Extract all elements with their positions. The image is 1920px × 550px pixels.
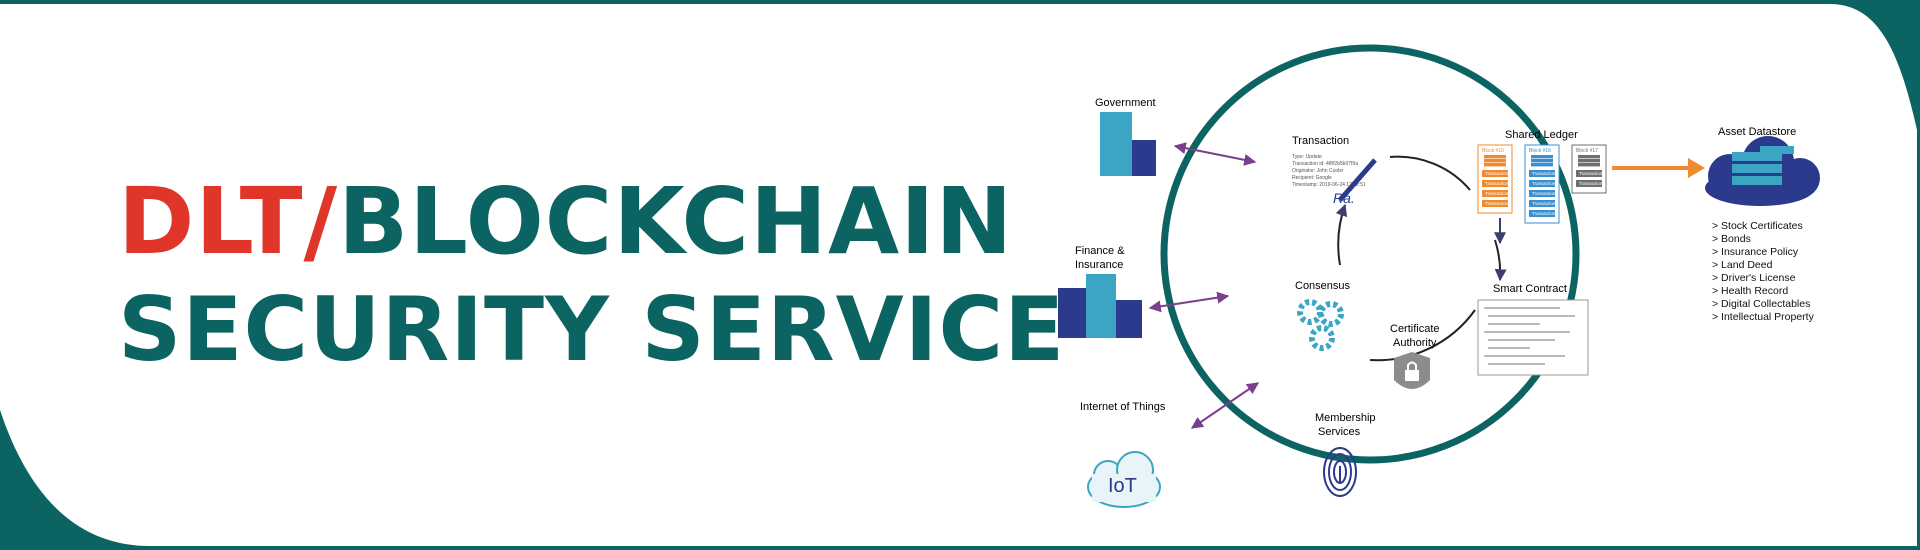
- cycle-arc-top: [1389, 155, 1471, 191]
- smart-contract-label: Smart Contract: [1493, 283, 1567, 295]
- block-name: Block #15: [1482, 148, 1504, 154]
- cycle-arc-left: [1335, 203, 1348, 266]
- fingerprint-icon: [1323, 447, 1357, 497]
- transaction-label: Transaction: [1292, 135, 1349, 147]
- consensus-label: Consensus: [1295, 280, 1351, 292]
- finance-label-line2: Insurance: [1075, 259, 1123, 271]
- block-hash-row: [1531, 159, 1553, 163]
- block-hash-row: [1484, 163, 1506, 167]
- ledger-circle: [1160, 44, 1580, 464]
- page-title-line1: DLT/BLOCKCHAIN: [118, 168, 1013, 275]
- iot-label: Internet of Things: [1080, 401, 1166, 413]
- block-transaction-label: Transaction: [1579, 181, 1603, 186]
- ledger-block: Block #15TransactionTransactionTransacti…: [1477, 144, 1513, 214]
- ledger-block: Block #16TransactionTransactionTransacti…: [1524, 144, 1560, 224]
- shield-lock-icon: [1394, 352, 1430, 389]
- block-hash-row: [1531, 163, 1553, 167]
- block-hash-row: [1484, 155, 1506, 159]
- government-building-icon: [1100, 112, 1156, 176]
- asset-datastore-label: Asset Datastore: [1718, 126, 1796, 138]
- asset-list-item: > Intellectual Property: [1712, 311, 1815, 323]
- asset-list-item: > Driver's License: [1712, 272, 1796, 284]
- asset-list-item: > Health Record: [1712, 285, 1788, 297]
- cert-label-line2: Authority: [1393, 337, 1437, 349]
- transaction-field: Recipient: Google: [1292, 175, 1332, 181]
- transaction-field: Originator: John Cooler: [1292, 168, 1344, 174]
- block-transaction-label: Transaction: [1532, 201, 1556, 206]
- asset-list-item: > Land Deed: [1712, 259, 1773, 271]
- transaction-field: Transaction id: 4f8f2b5b07f9a: [1292, 161, 1358, 167]
- block-hash-row: [1531, 155, 1553, 159]
- ledger-blocks: Block #15TransactionTransactionTransacti…: [1477, 144, 1607, 224]
- finance-building-icon: [1058, 274, 1142, 338]
- membership-label-line2: Services: [1318, 426, 1361, 438]
- block-transaction-row: [1482, 190, 1508, 197]
- asset-arrow-head: [1688, 158, 1705, 178]
- block-transaction-row: [1529, 170, 1555, 177]
- iot-link-arrow: [1191, 382, 1259, 429]
- block-transaction-row: [1576, 170, 1602, 177]
- transaction-field: Timestamp: 2019-06-24 12:22:51: [1292, 182, 1366, 188]
- gears-icon: [1297, 299, 1344, 351]
- title-main: BLOCKCHAIN: [338, 168, 1014, 275]
- block-transaction-label: Transaction: [1579, 171, 1603, 176]
- asset-list-item: > Stock Certificates: [1712, 220, 1803, 232]
- block-transaction-row: [1529, 190, 1555, 197]
- cert-label-line1: Certificate: [1390, 323, 1440, 335]
- finance-link-arrow: [1148, 291, 1230, 313]
- block-name: Block #16: [1529, 148, 1551, 154]
- block-hash-row: [1578, 163, 1600, 167]
- block-transaction-label: Transaction: [1485, 171, 1509, 176]
- asset-list-item: > Digital Collectables: [1712, 298, 1810, 310]
- iot-cloud-icon: [1087, 451, 1161, 508]
- title-prefix: DLT/: [118, 168, 339, 275]
- block-transaction-row: [1529, 180, 1555, 187]
- cloud-database-icon: [1705, 136, 1820, 206]
- cycle-arc-right: [1494, 239, 1507, 282]
- asset-list-item: > Bonds: [1712, 233, 1751, 245]
- shared-ledger-label: Shared Ledger: [1505, 129, 1578, 141]
- transaction-field: Type: Update: [1292, 154, 1322, 160]
- block-hash-row: [1578, 155, 1600, 159]
- block-transaction-row: [1482, 170, 1508, 177]
- block-transaction-row: [1529, 200, 1555, 207]
- block-transaction-label: Transaction: [1485, 181, 1509, 186]
- membership-label-line1: Membership: [1315, 412, 1376, 424]
- block-transaction-row: [1576, 180, 1602, 187]
- government-label: Government: [1095, 97, 1156, 109]
- iot-cloud-label: IoT: [1108, 475, 1137, 497]
- block-transaction-row: [1482, 200, 1508, 207]
- page-title-line2: SECURITY SERVICE: [118, 278, 1066, 381]
- block-name: Block #17: [1576, 148, 1598, 154]
- block-transaction-label: Transaction: [1532, 171, 1556, 176]
- asset-list-item: > Insurance Policy: [1712, 246, 1799, 258]
- government-link-arrow: [1173, 142, 1257, 166]
- block-transaction-row: [1482, 180, 1508, 187]
- pen-icon: [1338, 158, 1377, 202]
- block-transaction-label: Transaction: [1532, 211, 1556, 216]
- signature-text: Ra.: [1333, 190, 1355, 206]
- block-transaction-label: Transaction: [1532, 181, 1556, 186]
- asset-list: > Stock Certificates> Bonds> Insurance P…: [1712, 220, 1815, 323]
- block-transaction-label: Transaction: [1485, 201, 1509, 206]
- block-hash-row: [1578, 159, 1600, 163]
- block-transaction-row: [1529, 210, 1555, 217]
- cycle-arc-bottom: [1369, 309, 1476, 362]
- block-hash-row: [1484, 159, 1506, 163]
- finance-label-line1: Finance &: [1075, 245, 1125, 257]
- block-transaction-label: Transaction: [1485, 191, 1509, 196]
- block-transaction-label: Transaction: [1532, 191, 1556, 196]
- smart-contract-code-panel: [1477, 299, 1589, 376]
